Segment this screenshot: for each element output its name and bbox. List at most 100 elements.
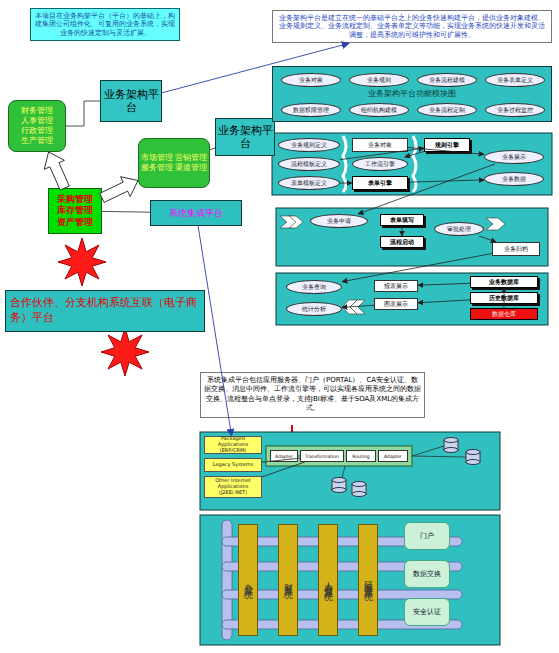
red-marker bbox=[291, 425, 293, 432]
function-oval: 业务表单定义 bbox=[485, 73, 545, 87]
connector-arrow bbox=[418, 283, 470, 285]
node-text: 业务展示 bbox=[502, 153, 526, 162]
platform-label: 业务架构平台 bbox=[215, 118, 275, 156]
node-text: 本项目在业务构架平台（平台）的基础上，构建集团公司组件化、可复用的业务系统，实现… bbox=[34, 12, 176, 37]
function-oval: 业务申请 bbox=[310, 214, 368, 228]
engine-box: 表单引擎 bbox=[352, 176, 408, 190]
platform-band: 系统集成平台 bbox=[150, 200, 242, 226]
module-box: 财务管理 人事管理 行政管理 生产管理 bbox=[8, 100, 66, 152]
node-text: Adapter bbox=[384, 454, 402, 459]
chevron-arrow bbox=[342, 300, 357, 314]
function-oval: 数据权限管理 bbox=[281, 103, 341, 117]
function-oval: 业务过程监控 bbox=[485, 103, 545, 117]
function-oval: 业务对象 bbox=[281, 73, 341, 87]
panel-frame bbox=[200, 432, 500, 510]
system-column: 办公系统 bbox=[238, 524, 258, 636]
connector-arrow bbox=[405, 152, 424, 158]
red-star bbox=[101, 328, 149, 376]
node-text: 业务架构平台 bbox=[216, 124, 274, 150]
function-oval: 业务展示 bbox=[484, 150, 544, 164]
node-text: 报表展示 bbox=[384, 282, 408, 291]
adapter-box: Transformation bbox=[300, 450, 344, 462]
function-oval: 业务查询 bbox=[286, 280, 342, 294]
description-box: 业务架构平台是建立在统一的基础平台之上的业务快速构建平台，提供业务对象建模、业务… bbox=[272, 10, 552, 43]
node-text: 业务申请 bbox=[327, 217, 351, 226]
node-text: 业务流程定制 bbox=[429, 106, 465, 115]
database-icon bbox=[466, 450, 480, 465]
node-text: 财务管理 人事管理 行政管理 生产管理 bbox=[9, 106, 65, 146]
database-icon bbox=[352, 482, 366, 497]
node-text: 图表展示 bbox=[384, 300, 408, 309]
node-text: Legacy Systems bbox=[213, 462, 254, 468]
function-oval: 业务规则定义 bbox=[278, 138, 340, 152]
function-oval: 业务流程定制 bbox=[417, 103, 477, 117]
description-box: 系统集成平台包括应用服务器、门户（PORTAL）、CA安全认证、数据交换、消息中… bbox=[200, 372, 425, 418]
node-text: 业务数据库 bbox=[489, 278, 519, 287]
adapter-box: Routing bbox=[346, 450, 376, 462]
node-text: Packaged Applications (ERP/CRM) bbox=[206, 436, 260, 453]
node-text: 门户 bbox=[420, 531, 434, 541]
node-text: 业务对象 bbox=[299, 76, 323, 85]
engine-box: 表单填写 bbox=[380, 214, 424, 226]
bracket-shape bbox=[343, 136, 346, 192]
connector-line bbox=[66, 101, 100, 126]
node-text: 表单模板定义 bbox=[291, 179, 327, 188]
engine-box: 规则引擎 bbox=[424, 138, 470, 152]
node-text: 业务规则定义 bbox=[291, 141, 327, 150]
node-text: 历史数据库 bbox=[489, 294, 519, 303]
connector-arrow bbox=[408, 180, 484, 182]
node-text: 业务架构平台功能模块图 bbox=[368, 89, 456, 99]
panel-frame bbox=[272, 133, 552, 195]
function-box: 图表展示 bbox=[374, 298, 418, 310]
adapter-box: Adapter bbox=[378, 450, 408, 462]
node-text: Adapter bbox=[275, 454, 293, 459]
service-box: 数据交换 bbox=[404, 560, 450, 588]
leader-line bbox=[342, 466, 345, 478]
system-column: 研发管理系统 bbox=[358, 524, 378, 636]
function-oval: 工作流引擎 bbox=[352, 157, 408, 171]
node-text: 市场管理 营销管理 服务管理 渠道管理 bbox=[139, 153, 209, 173]
platform-band: 合作伙伴、分支机构系统互联（电子商务）平台 bbox=[5, 290, 205, 332]
node-text: 流程启动 bbox=[390, 238, 414, 247]
node-text: 业务架构平台 bbox=[101, 88, 161, 114]
bracket-shape bbox=[413, 136, 416, 192]
node-text: 业务流程建模 bbox=[429, 76, 465, 85]
node-text: Other Internet Applications (J2EE/.NET) bbox=[206, 478, 260, 495]
integration-bar bbox=[266, 446, 412, 466]
system-box: Other Internet Applications (J2EE/.NET) bbox=[204, 476, 262, 498]
node-text: 安全认证 bbox=[413, 607, 441, 617]
module-panel: 业务架构平台功能模块图业务对象业务规则业务流程建模业务表单定义数据权限管理组织机… bbox=[272, 66, 552, 122]
node-text: 系统集成平台 bbox=[169, 207, 223, 220]
node-text: 办公系统 bbox=[242, 576, 255, 584]
node-text: 业务数据 bbox=[502, 175, 526, 184]
node-text: Routing bbox=[352, 454, 369, 459]
node-text: 合作伙伴、分支机构系统互联（电子商务）平台 bbox=[10, 296, 200, 326]
hollow-arrow bbox=[100, 177, 138, 203]
node-text: 业务过程监控 bbox=[497, 106, 533, 115]
function-oval: 流程模板定义 bbox=[278, 157, 340, 171]
pipe bbox=[222, 520, 462, 640]
node-text: 人力资源系统 bbox=[322, 574, 335, 586]
engine-box: 业务数据库 bbox=[470, 276, 538, 288]
node-text: 审批处理 bbox=[447, 225, 471, 234]
engine-box: 历史数据库 bbox=[470, 292, 538, 304]
node-text: 数据权限管理 bbox=[293, 106, 329, 115]
function-box: 报表展示 bbox=[374, 280, 418, 292]
node-text: 业务查询 bbox=[302, 283, 326, 292]
database-icon bbox=[444, 438, 458, 453]
function-oval: 审批处理 bbox=[434, 222, 484, 236]
node-text: 工作流引擎 bbox=[365, 160, 395, 169]
function-box: 业务归档 bbox=[492, 242, 540, 256]
function-oval: 组织机构建模 bbox=[349, 103, 409, 117]
function-oval: 业务数据 bbox=[484, 172, 544, 186]
node-text: 表单填写 bbox=[390, 216, 414, 225]
service-box: 门户 bbox=[404, 522, 450, 550]
node-text: 流程模板定义 bbox=[291, 160, 327, 169]
service-box: 安全认证 bbox=[404, 598, 450, 626]
leader-line bbox=[412, 456, 466, 457]
node-text: 规则引擎 bbox=[435, 141, 459, 150]
system-column: 人力资源系统 bbox=[318, 524, 338, 636]
connector-arrow bbox=[418, 300, 470, 303]
panel-frame bbox=[276, 208, 548, 266]
